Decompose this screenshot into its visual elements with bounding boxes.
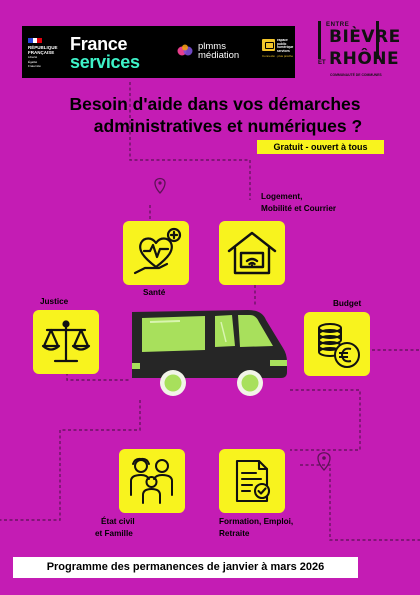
label-sante: Santé: [143, 288, 166, 297]
headline: Besoin d'aide dans vos démarches adminis…: [30, 93, 400, 137]
scales-icon: [41, 320, 91, 363]
label-budget: Budget: [333, 299, 362, 308]
tile-formation: [219, 449, 285, 513]
bievre-rhone-subtitle: COMMUNAUTÉ DE COMMUNES: [330, 73, 382, 77]
bievre-rhone-rhone: RHÔNE: [329, 49, 400, 69]
espace-public-numerique-logo: espace public numérique services Connect…: [260, 38, 294, 66]
computer-icon: [262, 39, 275, 51]
smart-home-icon: [227, 231, 277, 275]
plmms-logo: plmms médiation: [177, 40, 247, 64]
label-formation-line-2: Retraite: [219, 529, 250, 538]
logo-bracket-right: [376, 21, 379, 59]
motto-line-3: Fraternité: [28, 64, 41, 68]
espace-line-2: public: [277, 41, 287, 46]
label-etat-civil-line-1: État civil: [101, 517, 135, 526]
logo-bracket-left: [318, 21, 321, 59]
plmms-line-1: plmms: [198, 41, 226, 52]
bievre-rhone-bievre: BIÈVRE: [329, 27, 401, 47]
france-services-logo: France services: [70, 35, 170, 71]
label-formation-line-1: Formation, Emploi,: [219, 517, 294, 526]
tile-justice: [33, 310, 99, 374]
schedule-banner: Programme des permanences de janvier à m…: [13, 557, 358, 578]
plmms-line-2: médiation: [198, 50, 240, 61]
bievre-rhone-logo: ENTRE BIÈVRE ET RHÔNE COMMUNAUTÉ DE COMM…: [318, 21, 400, 79]
plmms-mark-icon: [177, 44, 193, 56]
headline-line-2: administratives et numériques ?: [93, 116, 363, 136]
tile-budget: [304, 312, 370, 376]
family-icon: [130, 457, 173, 504]
coins-euro-icon: [318, 323, 360, 368]
espace-line-3: numérique: [277, 45, 294, 50]
republique-line-2: FRANÇAISE: [28, 50, 55, 55]
health-heart-icon: [133, 227, 182, 275]
espace-line-4: services: [277, 48, 290, 53]
free-open-badge: Gratuit - ouvert à tous: [257, 140, 384, 154]
partner-logo-bar: RÉPUBLIQUE FRANÇAISE Liberté Égalité Fra…: [22, 26, 295, 78]
location-pin-icon: [317, 452, 331, 471]
espace-tagline: Connecté · plus proche: [262, 54, 294, 58]
bievre-rhone-entre: ENTRE: [326, 22, 350, 28]
tile-logement: [219, 221, 285, 285]
motto-line-2: Égalité: [28, 59, 38, 64]
republique-francaise-logo: RÉPUBLIQUE FRANÇAISE Liberté Égalité Fra…: [28, 38, 64, 69]
tile-sante: [123, 221, 189, 285]
label-logement-line-2: Mobilité et Courrier: [261, 204, 337, 213]
label-logement-line-1: Logement,: [261, 192, 303, 201]
headline-line-1: Besoin d'aide dans vos démarches: [69, 94, 361, 114]
france-services-line-2: services: [70, 52, 140, 72]
tile-etat-civil: [119, 449, 185, 513]
document-check-icon: [235, 459, 271, 503]
location-pin-icon: [154, 177, 166, 194]
republique-line-1: RÉPUBLIQUE: [28, 45, 58, 50]
label-justice: Justice: [40, 297, 69, 306]
french-flag-icon: [28, 38, 43, 43]
van-illustration: [132, 310, 287, 396]
motto-line-1: Liberté: [28, 55, 38, 59]
espace-line-1: espace: [277, 38, 288, 42]
espace-text: espace public numérique services: [277, 38, 295, 53]
label-etat-civil-line-2: et Famille: [95, 529, 133, 538]
bievre-rhone-et: ET: [318, 60, 326, 66]
france-services-line-1: France: [70, 34, 128, 54]
